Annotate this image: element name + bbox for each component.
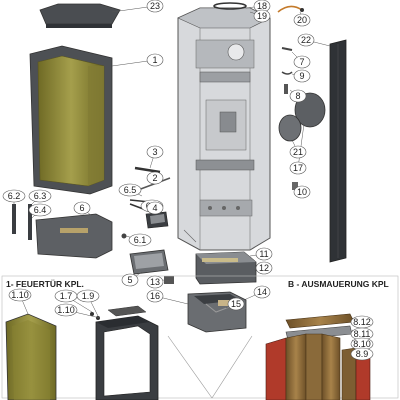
callout-bubble-p19b [76,289,100,303]
callout-bubble-p15 [227,297,245,311]
callout-bubble-p17 [289,161,307,175]
callout-label-p9: 9 [299,71,304,81]
callout-label-p64: 6.4 [34,205,47,215]
callout-bubble-p89 [350,347,374,361]
callout-label-p10: 10 [297,187,307,197]
section-dividers [1,275,399,399]
callout-label-p17: 17 [293,163,303,173]
callout-label-p22: 22 [301,35,311,45]
callout-bubble-p61 [128,233,152,247]
callout-label-p2: 2 [152,173,157,183]
part-door-kit [5,305,159,400]
callout-label-p63: 6.3 [34,191,47,201]
callout-label-p15: 15 [231,299,241,309]
callout-label-p3: 3 [152,147,157,157]
part-clip [164,276,174,284]
callout-label-p16: 16 [150,291,160,301]
section-headings: 1- FEUERTÜR KPL. B - AUSMAUERUNG KPL [6,279,389,289]
callout-label-p19b: 1.9 [82,291,95,301]
callout-bubble-p7 [293,55,311,69]
part-top-cover [39,3,121,28]
callout-label-p812: 8.12 [353,317,371,327]
callout-bubble-p8 [289,89,307,103]
callout-label-p89: 8.9 [356,349,369,359]
callout-bubble-p9 [293,69,311,83]
callout-label-p18: 18 [257,1,267,11]
callout-bubble-p4 [146,201,164,215]
callout-label-p11: 11 [259,249,268,259]
part-firebrick-kit [265,313,371,400]
part-ash-pan [145,211,169,229]
part-grate-box [195,251,257,285]
callout-labels: 231819202217982117326.56.64106.26.36.466… [2,0,374,361]
part-door-handles [12,204,32,240]
callout-bubble-p23 [146,0,164,13]
callout-label-p12: 12 [259,263,269,273]
callout-label-p810: 8.10 [353,339,371,349]
callout-bubble-p63 [28,189,52,203]
callout-bubble-p19 [253,9,271,23]
callout-bubble-p65 [118,183,142,197]
callout-label-p8: 8 [295,91,300,101]
part-round-plates [278,92,326,142]
callout-bubble-p20 [293,13,311,27]
leader-line-p17 [297,123,305,169]
callout-bubble-p110b [54,303,78,317]
callout-bubble-p62 [2,189,26,203]
part-bottom-door [35,213,113,259]
callout-bubble-p10 [293,185,311,199]
callout-label-p110b: 1.10 [57,305,75,315]
callout-label-p811: 8.11 [354,329,371,339]
callout-bubble-p5 [121,273,139,287]
callout-label-p17b: 1.7 [60,291,73,301]
callout-label-p19: 19 [257,11,267,21]
callout-bubble-p2 [146,171,164,185]
callout-label-p21: 21 [293,147,303,157]
callout-bubble-p22 [297,33,315,47]
callout-label-p62: 6.2 [8,191,21,201]
callout-bubble-p16 [146,289,164,303]
part-base-tray [129,249,169,275]
section-heading-lining: B - AUSMAUERUNG KPL [288,279,389,289]
callout-label-p5: 5 [127,275,132,285]
callout-bubble-p6 [73,201,91,215]
part-side-panel [329,39,347,263]
callout-label-p4: 4 [152,203,157,213]
callout-label-p7: 7 [299,57,304,67]
part-bolt [121,233,127,239]
part-top-seal-ring [213,2,304,13]
callout-bubble-p21 [289,145,307,159]
callout-bubble-p14 [253,285,271,299]
callout-label-p65: 6.5 [124,185,137,195]
callout-label-p20: 20 [297,15,307,25]
part-stove-body [177,7,271,251]
callout-label-p13: 13 [150,277,160,287]
callout-bubble-p13 [146,275,164,289]
callout-bubble-p11 [255,247,273,261]
callout-bubble-p64 [28,203,52,217]
part-small-fittings [281,47,298,190]
section-heading-door: 1- FEUERTÜR KPL. [6,279,84,289]
callout-label-p110a: 1.10 [11,290,29,300]
part-door-frame [29,45,113,195]
callout-label-p23: 23 [150,1,160,11]
callout-label-p61: 6.1 [134,235,147,245]
callout-label-p14: 14 [257,287,267,297]
callout-bubble-p110a [8,288,32,302]
callout-bubble-p1 [146,53,164,67]
callout-bubble-p3 [146,145,164,159]
callout-label-p1: 1 [152,55,157,65]
callout-bubble-p12 [255,261,273,275]
callout-label-p6: 6 [79,203,84,213]
